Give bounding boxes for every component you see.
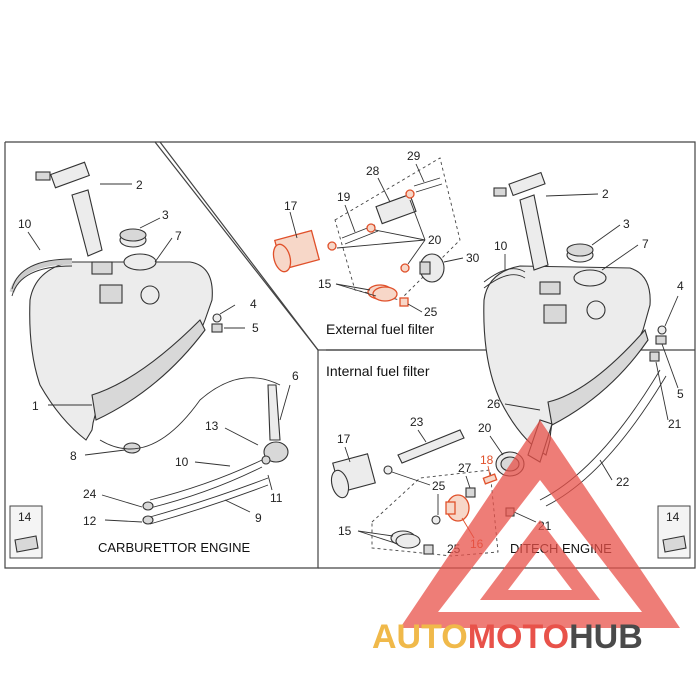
carburettor-tank-assembly bbox=[9, 161, 289, 525]
callout-15-internal: 15 bbox=[338, 524, 352, 538]
callout-10-right: 10 bbox=[494, 239, 508, 253]
external-filter-title: External fuel filter bbox=[326, 321, 434, 337]
callout-5-right: 5 bbox=[677, 387, 684, 401]
callout-12: 12 bbox=[83, 514, 97, 528]
callout-14-right: 14 bbox=[666, 510, 680, 524]
warning-triangle-icon bbox=[400, 420, 680, 628]
callout-6: 6 bbox=[292, 369, 299, 383]
callout-20-external: 20 bbox=[428, 233, 442, 247]
callout-20-internal: 25 bbox=[432, 479, 446, 493]
callout-21-right: 21 bbox=[668, 417, 682, 431]
callout-11: 11 bbox=[270, 491, 283, 505]
callout-29: 29 bbox=[407, 149, 421, 163]
callout-10-bottom: 10 bbox=[175, 455, 189, 469]
callout-5: 5 bbox=[252, 321, 259, 335]
callout-2: 2 bbox=[136, 178, 143, 192]
internal-filter-title: Internal fuel filter bbox=[326, 363, 430, 379]
callout-9: 9 bbox=[255, 511, 262, 525]
external-filter-assembly bbox=[272, 157, 461, 307]
callout-3: 3 bbox=[162, 208, 169, 222]
gasket-left bbox=[123, 253, 157, 271]
callout-7-right: 7 bbox=[642, 237, 649, 251]
callout-30: 30 bbox=[466, 251, 480, 265]
left-callouts: 1 2 3 4 5 6 7 8 9 10 10 11 12 13 24 14 bbox=[9, 178, 299, 559]
callout-13: 13 bbox=[205, 419, 219, 433]
right-callouts: 2 3 7 10 4 5 21 21 22 26 14 bbox=[487, 187, 691, 559]
automotohub-watermark: AUTOMOTOHUB bbox=[372, 420, 680, 656]
callout-1: 1 bbox=[32, 399, 39, 413]
callout-28: 28 bbox=[366, 164, 380, 178]
callout-18: 18 bbox=[480, 453, 494, 467]
callout-8: 8 bbox=[70, 449, 77, 463]
filler-neck-right bbox=[519, 194, 549, 271]
callout-24: 24 bbox=[83, 487, 97, 501]
callout-17-internal: 17 bbox=[337, 432, 351, 446]
callout-7: 7 bbox=[175, 229, 182, 243]
callout-26: 26 bbox=[487, 397, 501, 411]
callout-4-right: 4 bbox=[677, 279, 684, 293]
callout-27: 27 bbox=[458, 461, 472, 475]
filler-neck-left bbox=[71, 189, 103, 257]
callout-10-top: 10 bbox=[18, 217, 32, 231]
callout-23: 20 bbox=[478, 421, 492, 435]
fuel-tap bbox=[267, 384, 281, 441]
callout-2-right: 2 bbox=[602, 187, 609, 201]
callout-22: 22 bbox=[616, 475, 630, 489]
carburettor-engine-label: CARBURETTOR ENGINE bbox=[98, 540, 250, 555]
callout-19-external: 19 bbox=[337, 190, 351, 204]
callout-4: 4 bbox=[250, 297, 257, 311]
callout-3-right: 3 bbox=[623, 217, 630, 231]
external-callouts: 17 19 28 29 20 30 15 25 bbox=[284, 149, 480, 319]
callout-25-external: 25 bbox=[424, 305, 438, 319]
callout-17-external: 17 bbox=[284, 199, 298, 213]
logo-text-auto: AUTOMOTOHUB bbox=[372, 618, 643, 656]
callout-19-internal: 23 bbox=[410, 415, 424, 429]
callout-15-external: 15 bbox=[318, 277, 332, 291]
callout-14-left: 14 bbox=[18, 510, 32, 524]
